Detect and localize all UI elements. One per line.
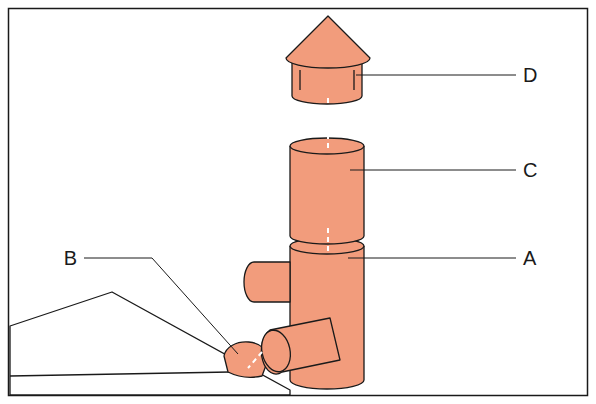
- callout-letter: A: [522, 248, 537, 268]
- tee-stub: [244, 262, 290, 302]
- assembly-dashes: [248, 98, 328, 368]
- roof-edge: [10, 372, 230, 376]
- frame: [9, 9, 588, 396]
- callout-letter: B: [63, 248, 78, 268]
- cap-slot: [353, 70, 354, 90]
- callout-letter: D: [522, 65, 538, 85]
- roof: [10, 292, 290, 395]
- cap-cone: [286, 16, 370, 68]
- cap-slot: [299, 70, 300, 90]
- leader-lines: [84, 75, 516, 354]
- branch-end: [258, 328, 294, 375]
- callout-letter: C: [522, 160, 538, 180]
